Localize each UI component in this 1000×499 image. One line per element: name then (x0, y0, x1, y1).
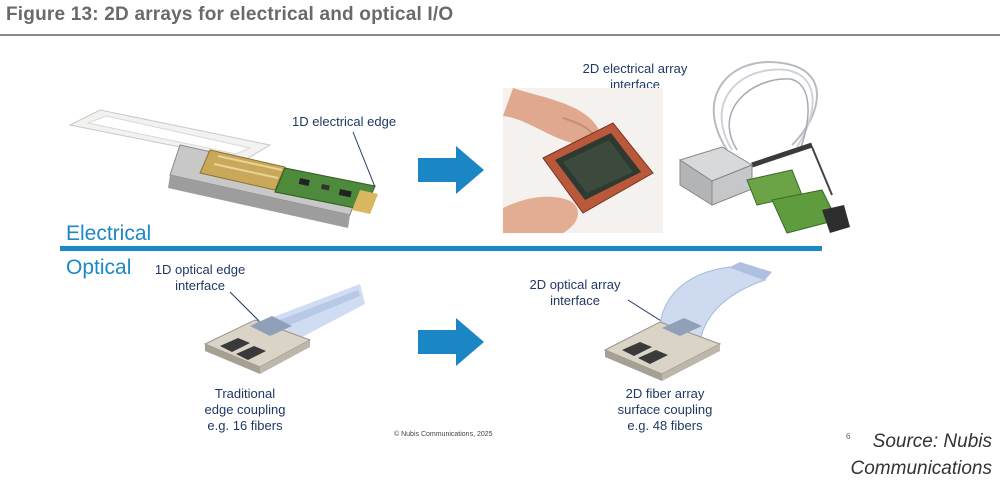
caption-fiber-array-line1: 2D fiber array (625, 386, 705, 401)
figure-title: Figure 13: 2D arrays for electrical and … (6, 4, 454, 25)
optical-engine-fibers-image (678, 61, 850, 234)
leader-line-electrical-edge (352, 131, 376, 188)
arrow-right-icon-optical (418, 318, 484, 366)
source-attribution: Source: Nubis Communications (800, 428, 993, 482)
leader-line-optical-edge (229, 291, 261, 323)
caption-2d-fiber-array: 2D fiber array surface coupling e.g. 48 … (595, 386, 735, 434)
caption-traditional-edge-coupling: Traditional edge coupling e.g. 16 fibers (180, 386, 310, 434)
label-1d-optical-edge: 1D optical edge interface (140, 262, 260, 294)
title-divider (0, 34, 1000, 36)
label-2d-optical-array: 2D optical array interface (505, 277, 645, 309)
caption-traditional-line3: e.g. 16 fibers (207, 418, 283, 433)
section-label-optical: Optical (66, 256, 132, 279)
surface-coupling-chip-image (603, 262, 772, 381)
section-label-electrical: Electrical (66, 222, 152, 245)
edge-coupling-chip-image (203, 284, 365, 374)
label-2d-optical-array-line2: interface (550, 293, 600, 308)
label-1d-optical-edge-line2: interface (175, 278, 225, 293)
source-line1: Source: Nubis (872, 431, 992, 452)
caption-traditional-line1: Traditional (214, 386, 276, 401)
copyright-notice: © Nubis Communications, 2025 (394, 431, 493, 438)
label-1d-electrical-edge: 1D electrical edge (292, 114, 397, 129)
label-1d-optical-edge-line1: 1D optical edge (154, 262, 246, 277)
caption-traditional-line2: edge coupling (204, 402, 286, 417)
leader-line-optical-array (627, 299, 667, 325)
caption-fiber-array-line3: e.g. 48 fibers (627, 418, 703, 433)
footnote-marker: 6 (846, 432, 851, 441)
section-divider (60, 246, 822, 251)
pluggable-module-image (68, 109, 378, 228)
caption-fiber-array-line2: surface coupling (617, 402, 713, 417)
label-2d-electrical-array-line1: 2D electrical array (582, 61, 688, 76)
arrow-right-icon-electrical (418, 146, 484, 194)
source-line2: Communications (850, 458, 993, 479)
chip-in-fingers-image (503, 88, 663, 233)
label-2d-optical-array-line1: 2D optical array (529, 277, 621, 292)
